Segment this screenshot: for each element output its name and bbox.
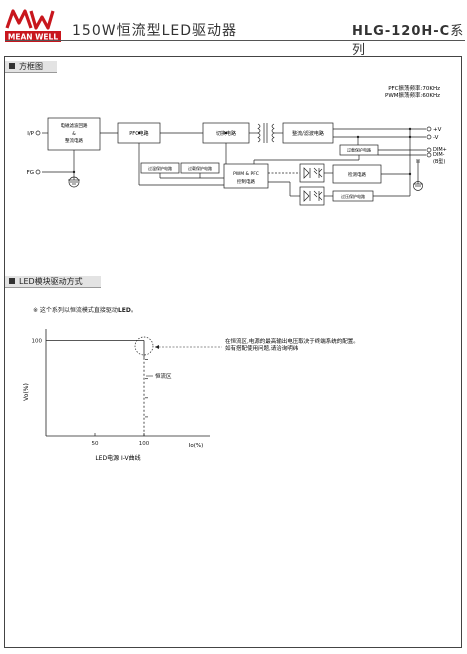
- pfc-frequency: PFC振荡频率:70KHz: [388, 84, 440, 92]
- x-tick-label-50: 50: [92, 441, 99, 447]
- port-vminus: -V: [433, 135, 439, 141]
- port-btype: (B型): [433, 158, 445, 165]
- header-divider: [5, 40, 465, 41]
- pwm-control-block: [223, 163, 269, 189]
- port-vplus: +V: [433, 127, 442, 133]
- logo-text: MEAN WELL: [8, 33, 58, 42]
- cc-region-circle: [134, 336, 154, 356]
- emi-label-1: 电磁滤波回路: [61, 122, 88, 129]
- section-bullet-icon: [9, 63, 15, 69]
- note-bold: LED: [117, 307, 131, 314]
- port-dimminus: DIM-: [433, 152, 445, 158]
- x-tick-label-100: 100: [139, 441, 150, 447]
- model-code: HLG-120H-C: [352, 24, 451, 39]
- annotation-line-1: 在恒流区,电源的最高输出电压取决于终端系统的配置。: [225, 337, 359, 345]
- note-suffix: 。: [130, 307, 137, 314]
- switch-label: 切换电路: [216, 130, 236, 137]
- port-dimplus: DIM+: [433, 147, 447, 153]
- content-frame: [4, 56, 462, 648]
- page-title: 150W恒流型LED驱动器: [72, 23, 237, 39]
- overload-top-label: 过载保护电路: [347, 147, 371, 153]
- chart-caption: LED电源 I-V曲线: [95, 454, 140, 462]
- section-header-led-drive: LED模块驱动方式: [5, 276, 101, 288]
- detection-label: 检测电路: [348, 171, 366, 178]
- overload-mid-label: 过载保护电路: [188, 165, 212, 171]
- pwm-frequency: PWM振荡频率:60KHz: [385, 91, 440, 99]
- section-title: 方框图: [19, 62, 43, 71]
- model-number: HLG-120H-C系列: [352, 20, 467, 58]
- annotation-line-2: 如有搭配使用问题,请洽询明纬: [225, 344, 299, 352]
- pfc-label: PFC电路: [129, 130, 148, 137]
- emi-label-2: &: [72, 131, 76, 137]
- port-fg: FG: [27, 170, 34, 176]
- cc-region-label: 恒流区: [155, 372, 172, 380]
- mean-well-logo: MEAN WELL: [5, 9, 61, 42]
- emi-label-3: 整流电路: [65, 137, 83, 144]
- series-suffix: 系列: [352, 24, 465, 58]
- section-title: LED模块驱动方式: [19, 277, 83, 286]
- over-temp-label: 过温保护电路: [148, 165, 172, 171]
- y-axis-label: Vo(%): [23, 383, 30, 401]
- note-prefix: ※ 这个系列以恒流模式直接驱动: [33, 307, 118, 314]
- pwm-label-1: PWM & PFC: [233, 171, 259, 177]
- section-header-block-diagram: 方框图: [5, 61, 57, 73]
- annotation-arrowhead: [155, 345, 159, 349]
- drive-mode-note: ※ 这个系列以恒流模式直接驱动LED。: [33, 305, 137, 314]
- pwm-label-2: 控制电路: [237, 178, 255, 185]
- port-ip: I/P: [27, 131, 34, 137]
- rectifier-label: 整流/滤波电路: [292, 130, 324, 137]
- x-axis-label: Io(%): [189, 443, 204, 449]
- ov-bottom-label: 过压保护电路: [341, 193, 365, 199]
- section-bullet-icon: [9, 278, 15, 284]
- y-tick-label-100: 100: [32, 339, 43, 345]
